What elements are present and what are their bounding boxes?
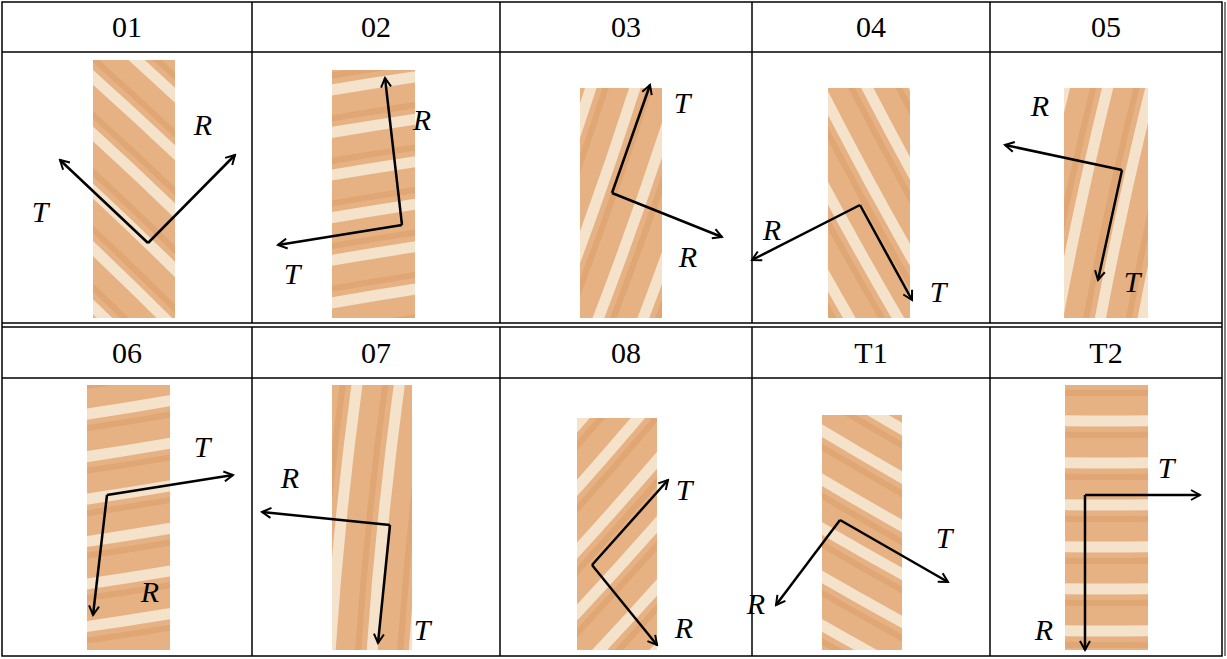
column-header: T2 — [1089, 338, 1122, 368]
axis-label: T — [1158, 453, 1175, 483]
axis-label: T — [936, 523, 953, 553]
axis-label: T — [32, 197, 49, 227]
axis-label: R — [675, 613, 693, 643]
column-header: 03 — [611, 12, 641, 42]
direction-arrow — [278, 225, 402, 245]
axis-label: T — [414, 615, 431, 645]
table-rule — [1225, 2, 1226, 656]
direction-arrow — [1084, 495, 1087, 650]
column-header: T1 — [854, 338, 887, 368]
wood-specimen — [1064, 88, 1148, 318]
table-rule — [2, 377, 1222, 379]
axis-label: T — [930, 277, 947, 307]
table-rule — [989, 2, 991, 323]
wood-specimen — [577, 418, 657, 650]
axis-label: T — [284, 259, 301, 289]
direction-arrow — [612, 193, 722, 237]
direction-arrow — [378, 525, 390, 643]
column-header: 02 — [361, 12, 391, 42]
axis-label: R — [1035, 615, 1053, 645]
axis-label: T — [674, 88, 691, 118]
axis-label: R — [281, 463, 299, 493]
wood-specimen — [580, 88, 662, 318]
column-header: 01 — [112, 12, 142, 42]
axis-label: R — [763, 215, 781, 245]
table-rule — [2, 322, 1222, 324]
column-header: 06 — [112, 338, 142, 368]
table-rule — [2, 326, 1222, 328]
wood-specimen — [87, 385, 170, 650]
table-rule — [499, 2, 501, 323]
axis-label: R — [194, 110, 212, 140]
direction-arrow — [1005, 145, 1122, 170]
direction-arrow — [776, 520, 840, 605]
column-header: 08 — [611, 338, 641, 368]
direction-arrow — [107, 475, 233, 495]
direction-arrow — [592, 565, 657, 645]
direction-arrow — [262, 512, 390, 525]
direction-arrow — [148, 155, 235, 243]
wood-specimen — [332, 385, 412, 650]
direction-arrow — [385, 78, 402, 225]
table-rule — [251, 327, 253, 656]
direction-arrow — [860, 205, 912, 300]
direction-arrow — [60, 160, 148, 243]
direction-arrow — [840, 520, 948, 582]
direction-arrow — [752, 205, 860, 260]
direction-arrow — [1098, 170, 1122, 280]
axis-label: R — [1031, 91, 1049, 121]
axis-label: T — [1124, 267, 1141, 297]
axis-label: T — [194, 432, 211, 462]
table-rule — [2, 51, 1222, 53]
wood-specimen — [1065, 385, 1148, 650]
table-rule — [499, 327, 501, 656]
wood-specimen — [822, 415, 902, 650]
wood-specimen — [828, 88, 910, 318]
axis-label: R — [141, 577, 159, 607]
wood-specimen — [332, 70, 415, 318]
axis-label: R — [679, 242, 697, 272]
column-header: 04 — [856, 12, 886, 42]
direction-arrow — [592, 480, 668, 565]
column-header: 07 — [361, 338, 391, 368]
direction-arrow — [612, 85, 650, 193]
direction-arrow — [1085, 494, 1200, 497]
axis-label: T — [676, 475, 693, 505]
axis-label: R — [747, 589, 765, 619]
table-rule — [989, 327, 991, 656]
table-rule — [251, 2, 253, 323]
wood-specimen — [93, 60, 175, 318]
direction-arrow — [93, 495, 107, 615]
table-rule — [751, 2, 753, 323]
axis-label: R — [413, 105, 431, 135]
column-header: 05 — [1091, 12, 1121, 42]
